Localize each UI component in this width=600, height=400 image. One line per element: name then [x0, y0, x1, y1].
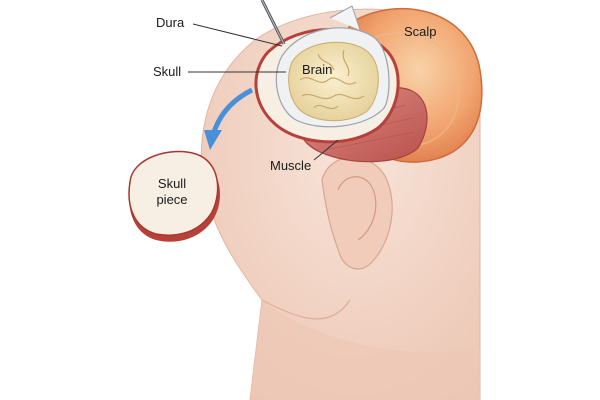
brain-folds	[299, 49, 365, 110]
jaw-line	[261, 299, 351, 320]
brain-tissue	[288, 41, 379, 122]
leader-lines	[188, 23, 339, 161]
label-dura: Dura	[156, 15, 185, 30]
skull-piece	[128, 150, 220, 242]
label-skull-piece-line2: piece	[156, 192, 188, 207]
label-skull: Skull	[153, 64, 182, 79]
label-skull-piece: Skull piece	[140, 176, 204, 208]
neck-shadow	[250, 300, 480, 400]
label-muscle: Muscle	[270, 158, 312, 173]
removal-arrow	[211, 87, 254, 133]
label-brain: Brain	[302, 62, 333, 77]
label-skull-piece-line1: Skull	[157, 176, 187, 191]
label-scalp: Scalp	[404, 24, 437, 39]
